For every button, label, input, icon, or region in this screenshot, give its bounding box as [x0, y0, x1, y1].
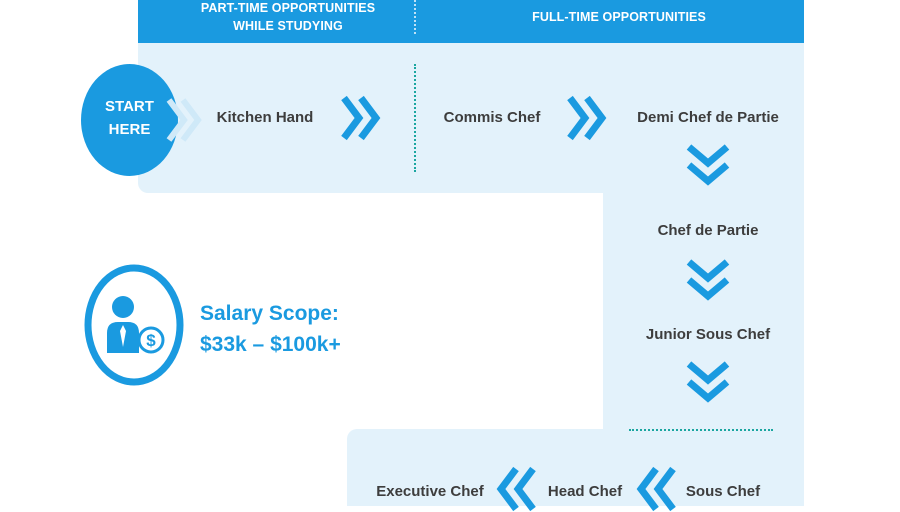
chevron-left-icon: [636, 466, 676, 512]
start-label: START: [105, 98, 154, 115]
salary-scope-label: Salary Scope:: [200, 302, 339, 325]
step-head-chef: Head Chef: [547, 483, 623, 500]
full-time-heading: FULL-TIME OPPORTUNITIES: [532, 10, 706, 24]
part-time-heading: PART-TIME OPPORTUNITIES WHILE STUDYING: [200, 1, 376, 33]
header-divider: [414, 0, 416, 34]
salary-range-value: $33k – $100k+: [200, 333, 341, 356]
part-full-time-divider: [414, 64, 416, 172]
bottom-panel: [347, 429, 804, 506]
step-kitchen-hand: Kitchen Hand: [216, 109, 314, 126]
right-column-panel: [603, 150, 804, 450]
step-commis-chef: Commis Chef: [443, 109, 541, 126]
chevron-right-icon: [341, 95, 381, 141]
start-here-badge: START HERE: [81, 64, 178, 176]
step-chef-de-partie: Chef de Partie: [657, 222, 759, 239]
step-demi-chef-de-partie: Demi Chef de Partie: [637, 109, 779, 126]
step-junior-sous-chef: Junior Sous Chef: [645, 326, 771, 343]
start-chevron-icon: [166, 98, 202, 142]
chevron-down-icon: [686, 361, 730, 403]
step-executive-chef: Executive Chef: [376, 483, 484, 500]
chevron-down-icon: [686, 259, 730, 301]
chevron-left-icon: [496, 466, 536, 512]
header-bar: PART-TIME OPPORTUNITIES WHILE STUDYING F…: [138, 0, 804, 43]
senior-roles-divider: [629, 429, 773, 431]
here-label: HERE: [108, 121, 151, 138]
chevron-down-icon: [686, 144, 730, 186]
step-sous-chef: Sous Chef: [685, 483, 761, 500]
svg-text:$: $: [146, 331, 156, 350]
person-salary-icon: $: [84, 264, 184, 386]
chevron-right-icon: [567, 95, 607, 141]
